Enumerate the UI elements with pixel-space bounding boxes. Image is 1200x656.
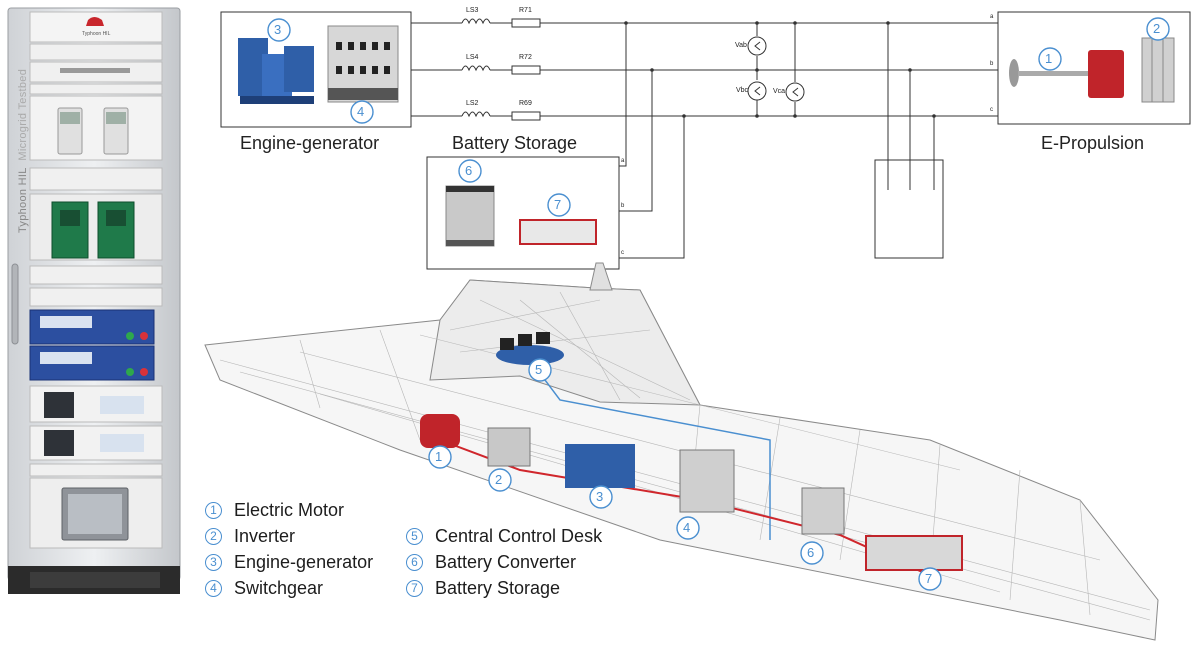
- ship-inverter: [487, 427, 531, 467]
- ship-motor: [420, 414, 460, 448]
- ship-callout: 7: [925, 571, 933, 586]
- resistor-label: R69: [519, 100, 532, 107]
- propulsion-graphic: [1009, 37, 1175, 103]
- label-e-propulsion: E-Propulsion: [1041, 133, 1145, 153]
- label-engine-generator: Engine-generator: [240, 133, 380, 153]
- box-number: 6: [465, 163, 473, 178]
- phase-label: a: [990, 14, 994, 20]
- battery-phase-label: a: [621, 158, 625, 164]
- engine-generator-graphic: [238, 38, 314, 104]
- ship-engine: [565, 444, 635, 488]
- ship-converter: [801, 487, 845, 535]
- ship-callout: 2: [495, 472, 503, 487]
- ship-callout: 3: [596, 489, 604, 504]
- ship-callout: 4: [683, 520, 691, 535]
- cabinet-vertical-title: Typhoon HIL Microgrid Testbed: [17, 69, 29, 233]
- inductor-label: LS2: [466, 100, 479, 107]
- box-number: 2: [1153, 21, 1161, 36]
- cabinet-handle: [11, 263, 19, 345]
- typhoon-logo-icon: [86, 17, 104, 26]
- ship-callout: 1: [435, 449, 443, 464]
- inductor-label: LS3: [466, 7, 479, 14]
- load-box: [874, 159, 944, 259]
- inductor-label: LS4: [466, 54, 479, 61]
- ship-switchgear: [679, 449, 735, 513]
- battery-phase-label: b: [621, 203, 625, 209]
- voltmeter-label: Vab: [735, 42, 747, 49]
- box-number: 1: [1045, 51, 1053, 66]
- phase-label: b: [990, 61, 994, 67]
- battery-converter-graphic: [445, 185, 495, 247]
- label-battery-storage: Battery Storage: [452, 133, 578, 153]
- ship-hull: [204, 262, 1159, 641]
- battery-phase-label: c: [621, 250, 624, 256]
- hil-cabinet: [7, 7, 181, 594]
- ship-callout: 5: [535, 362, 543, 377]
- voltmeter-label: Vca: [773, 88, 786, 95]
- box-number: 3: [274, 22, 282, 37]
- cabinet-badge: Typhoon HIL: [82, 31, 111, 37]
- box-number: 7: [554, 197, 562, 212]
- box-number: 4: [357, 104, 365, 119]
- switchgear-graphic: [327, 25, 399, 103]
- ship-battery: [865, 535, 963, 571]
- resistor-label: R72: [519, 54, 532, 61]
- ship-callout: 6: [807, 545, 815, 560]
- voltmeter-label: Vbc: [736, 87, 749, 94]
- battery-storage-graphic: [519, 219, 597, 245]
- cabinet-subtitle: Microgrid Testbed: [17, 68, 29, 161]
- cabinet-brand: Typhoon HIL: [17, 167, 29, 233]
- resistor-label: R71: [519, 7, 532, 14]
- phase-label: c: [990, 107, 993, 113]
